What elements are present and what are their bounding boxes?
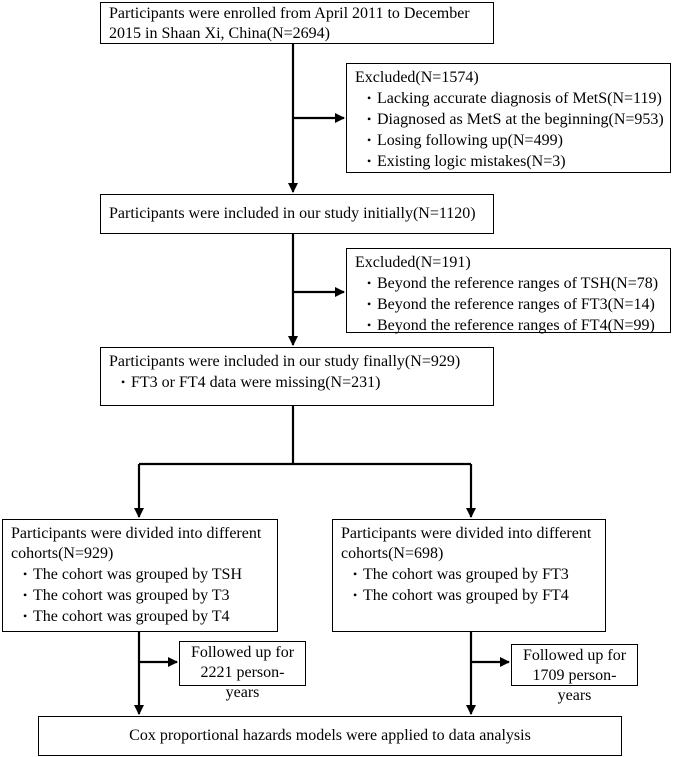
cohort-left-box: Participants were divided into different… xyxy=(2,519,278,632)
included-initial-box: Participants were included in our study … xyxy=(100,194,494,234)
list-item: Existing logic mistakes(N=3) xyxy=(367,151,662,172)
list-item: The cohort was grouped by TSH xyxy=(23,564,269,585)
list-item: Beyond the reference ranges of TSH(N=78) xyxy=(367,273,662,294)
included-final-box: Participants were included in our study … xyxy=(100,347,494,406)
included-final-title: Participants were included in our study … xyxy=(109,353,461,370)
excluded1-title: Excluded(N=1574) xyxy=(355,69,479,86)
list-item: The cohort was grouped by FT4 xyxy=(353,585,597,606)
excluded2-list: Beyond the reference ranges of TSH(N=78)… xyxy=(355,273,662,336)
cohort-left-title: Participants were divided into different… xyxy=(11,525,262,562)
list-item: Diagnosed as MetS at the beginning(N=953… xyxy=(367,109,664,130)
excluded1-box: Excluded(N=1574) Lacking accurate diagno… xyxy=(346,63,671,173)
cohort-right-list: The cohort was grouped by FT3 The cohort… xyxy=(341,564,597,606)
excluded2-box: Excluded(N=191) Beyond the reference ran… xyxy=(346,248,671,336)
list-item: Losing following up(N=499) xyxy=(367,130,662,151)
list-item: The cohort was grouped by T3 xyxy=(23,585,269,606)
list-item: Beyond the reference ranges of FT4(N=99) xyxy=(367,315,662,336)
list-item: Lacking accurate diagnosis of MetS(N=119… xyxy=(367,88,662,109)
cohort-right-box: Participants were divided into different… xyxy=(332,519,606,632)
cox-box: Cox proportional hazards models were app… xyxy=(38,716,622,756)
list-item: Beyond the reference ranges of FT3(N=14) xyxy=(367,294,662,315)
enrolled-box: Participants were enrolled from April 20… xyxy=(100,2,494,44)
list-item: The cohort was grouped by T4 xyxy=(23,606,269,627)
cohort-left-list: The cohort was grouped by TSH The cohort… xyxy=(11,564,269,627)
cox-text: Cox proportional hazards models were app… xyxy=(129,727,531,744)
excluded1-list: Lacking accurate diagnosis of MetS(N=119… xyxy=(355,88,664,172)
followup-right-text: Followed up for 1709 person-years xyxy=(522,647,627,704)
followup-left-text: Followed up for 2221 person-years xyxy=(190,644,295,701)
cohort-right-title: Participants were divided into different… xyxy=(341,525,592,562)
included-final-list: FT3 or FT4 data were missing(N=231) xyxy=(109,372,485,393)
included-initial-text: Participants were included in our study … xyxy=(109,205,476,222)
list-item: The cohort was grouped by FT3 xyxy=(353,564,597,585)
excluded2-title: Excluded(N=191) xyxy=(355,254,471,271)
followup-left-box: Followed up for 2221 person-years xyxy=(179,641,306,701)
list-item: FT3 or FT4 data were missing(N=231) xyxy=(121,372,485,393)
followup-right-box: Followed up for 1709 person-years xyxy=(511,644,638,704)
enrolled-text: Participants were enrolled from April 20… xyxy=(109,5,470,42)
